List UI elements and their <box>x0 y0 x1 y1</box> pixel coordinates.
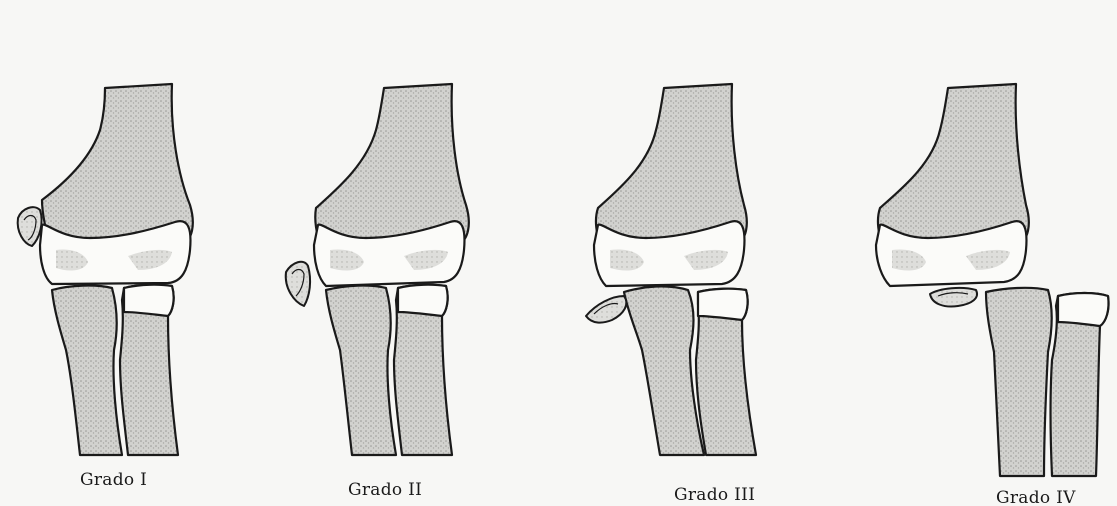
grade-4-fragment <box>930 288 977 307</box>
grade-4-label: Grado IV <box>996 488 1076 506</box>
grade-4-elbow <box>876 84 1109 476</box>
grade-3-ulna <box>624 286 704 455</box>
grade-1-elbow <box>18 84 193 455</box>
grade-2-fragment <box>286 262 310 306</box>
grade-2-elbow <box>286 84 469 455</box>
grade-3-label: Grado III <box>674 485 755 505</box>
grade-1-label: Grado I <box>80 470 147 490</box>
grade-4-ulna <box>986 288 1052 476</box>
grade-1-fragment <box>18 207 42 246</box>
grade-3-elbow <box>586 84 756 455</box>
grade-2-ulna <box>326 286 396 455</box>
grade-1-ulna <box>52 286 122 455</box>
grade-2-label: Grado II <box>348 480 422 500</box>
grade-3-fragment <box>586 296 626 323</box>
